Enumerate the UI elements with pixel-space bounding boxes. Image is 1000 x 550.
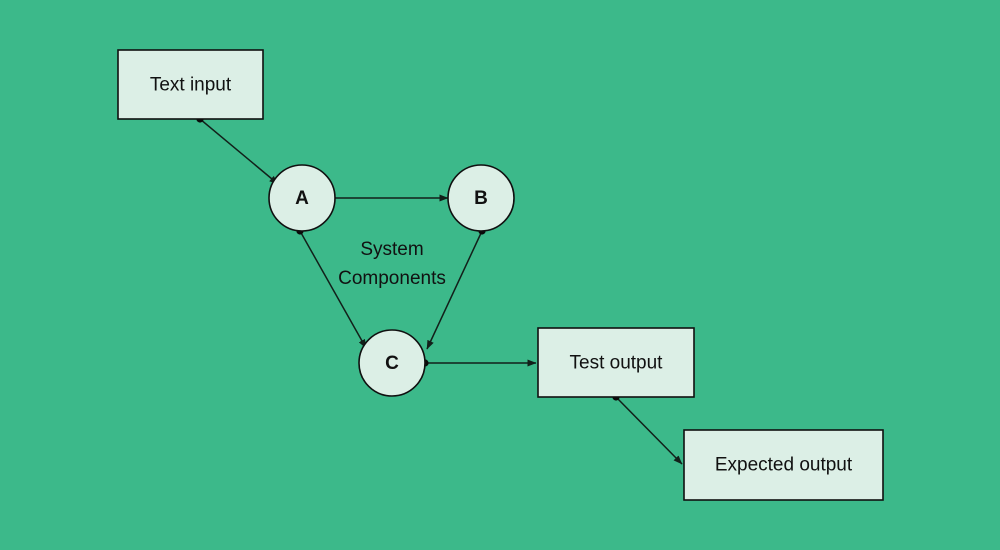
node-text-input[interactable]: Text input — [117, 49, 264, 120]
node-expected-output[interactable]: Expected output — [683, 429, 884, 501]
edge-layer — [196, 115, 683, 465]
node-b[interactable]: B — [447, 164, 515, 232]
node-b-shape[interactable] — [447, 164, 515, 232]
node-test-output[interactable]: Test output — [537, 327, 695, 398]
edge-c-to-test-output — [421, 359, 537, 367]
node-text-input-shape[interactable] — [117, 49, 264, 120]
node-test-output-label: Test output — [570, 353, 664, 374]
cluster-label-line-1: System — [360, 239, 423, 260]
node-test-output-shape[interactable] — [537, 327, 695, 398]
node-c-label: C — [385, 353, 399, 374]
node-c[interactable]: C — [358, 329, 426, 397]
node-a-shape[interactable] — [268, 164, 336, 232]
node-a-label: A — [295, 188, 309, 209]
edge-test-to-expected — [612, 393, 683, 465]
node-b-label: B — [474, 188, 488, 209]
edge-text-input-to-a — [196, 115, 279, 185]
edge-a-to-b — [318, 194, 449, 202]
node-expected-output-label: Expected output — [715, 455, 853, 476]
node-a[interactable]: A — [268, 164, 336, 232]
node-layer: Text input A B C Test output Expected ou — [117, 49, 884, 501]
cluster-label-system-components: System Components — [338, 239, 446, 289]
cluster-label-line-2: Components — [338, 268, 446, 289]
node-c-shape[interactable] — [358, 329, 426, 397]
node-expected-output-shape[interactable] — [683, 429, 884, 501]
edge-text-input-to-a-line — [199, 118, 279, 185]
edge-a-to-c-line — [299, 230, 367, 349]
edge-b-to-c-line — [426, 230, 483, 350]
node-text-input-label: Text input — [150, 75, 232, 96]
edge-test-to-expected-line — [615, 396, 683, 465]
